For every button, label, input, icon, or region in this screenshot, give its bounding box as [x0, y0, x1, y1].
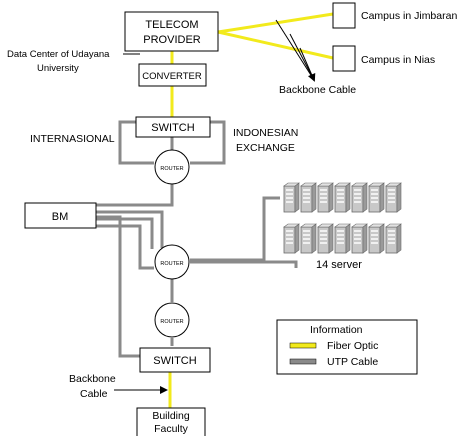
utp-bm-bus-1	[96, 210, 164, 248]
data-center-line1: Data Center of Udayana	[7, 49, 110, 60]
telecom-provider-node: TELECOM PROVIDER	[124, 11, 219, 52]
utp-router-servers-top	[190, 196, 280, 262]
utp-indonesian-exchange	[190, 120, 226, 165]
server-icon	[317, 182, 334, 213]
utp-bm-switch	[96, 215, 140, 358]
server-icon	[385, 182, 402, 213]
data-center-line2: University	[37, 63, 79, 74]
utp-router-servers-bottom	[190, 260, 298, 268]
server-rack-group	[283, 182, 402, 254]
router-2-label: ROUTER	[160, 261, 183, 267]
backbone-pointer-1	[275, 19, 315, 81]
backbone-cable-top-label: Backbone Cable	[279, 84, 356, 96]
server-row-2	[283, 223, 402, 254]
server-icon	[283, 223, 300, 254]
server-icon	[317, 223, 334, 254]
switch-bottom-node: SWITCH	[139, 347, 211, 373]
utp-links	[96, 120, 298, 358]
utp-router-bm	[96, 184, 174, 207]
legend-fiber-label: Fiber Optic	[327, 340, 378, 352]
server-icon	[334, 182, 351, 213]
fiber-links	[168, 12, 334, 408]
router-1-node: ROUTER	[154, 149, 190, 185]
server-icon	[334, 223, 351, 254]
server-icon	[300, 182, 317, 213]
fiber-to-jimbaran	[217, 12, 334, 34]
server-icon	[283, 182, 300, 213]
router-3-node: ROUTER	[154, 302, 190, 338]
campus-nias-node: Campus in Nias	[332, 45, 435, 72]
server-icon	[368, 223, 385, 254]
utp-internasional	[118, 120, 154, 165]
utp-bm-bus-2	[96, 217, 154, 249]
telecom-provider-line2: PROVIDER	[143, 34, 201, 46]
backbone-pointer-2	[289, 33, 315, 81]
router-3-label: ROUTER	[160, 319, 183, 325]
router-1-label: ROUTER	[160, 166, 183, 172]
converter-node: CONVERTER	[138, 63, 207, 87]
legend-utp-swatch	[289, 358, 317, 365]
telecom-provider-line1: TELECOM	[145, 19, 198, 31]
backbone-cable-bottom-line1: Backbone	[69, 373, 116, 385]
legend-utp-label: UTP Cable	[327, 356, 378, 368]
bm-label: BM	[52, 211, 69, 223]
building-faculty-line1: Building	[152, 410, 190, 422]
internasional-label: INTERNASIONAL	[30, 133, 115, 145]
server-row-1	[283, 182, 402, 213]
server-icon	[351, 223, 368, 254]
server-icon	[300, 223, 317, 254]
server-count-label: 14 server	[316, 259, 362, 271]
indonesian-exchange-line1: INDONESIAN	[233, 127, 298, 139]
server-icon	[385, 223, 402, 254]
utp-bm-bus-3	[96, 224, 154, 270]
converter-label: CONVERTER	[142, 71, 202, 82]
switch-top-label: SWITCH	[151, 122, 194, 134]
router-2-node: ROUTER	[154, 244, 190, 280]
campus-jimbaran-label: Campus in Jimbaran	[361, 10, 457, 22]
indonesian-exchange-line2: EXCHANGE	[236, 142, 295, 154]
fiber-to-nias	[217, 30, 334, 60]
campus-jimbaran-node: Campus in Jimbaran	[332, 2, 457, 29]
building-faculty-node: Building Faculty	[136, 407, 206, 436]
legend: Information Fiber Optic UTP Cable	[276, 319, 418, 375]
legend-title: Information	[310, 324, 363, 336]
server-icon	[351, 182, 368, 213]
legend-fiber-swatch	[289, 342, 317, 349]
building-faculty-line2: Faculty	[154, 423, 189, 435]
switch-bottom-label: SWITCH	[153, 355, 196, 367]
backbone-arrow	[299, 47, 316, 82]
server-icon	[368, 182, 385, 213]
bm-node: BM	[24, 202, 97, 229]
backbone-cable-bottom-line2: Cable	[80, 388, 108, 400]
switch-top-node: SWITCH	[135, 116, 211, 138]
campus-nias-label: Campus in Nias	[361, 54, 435, 66]
